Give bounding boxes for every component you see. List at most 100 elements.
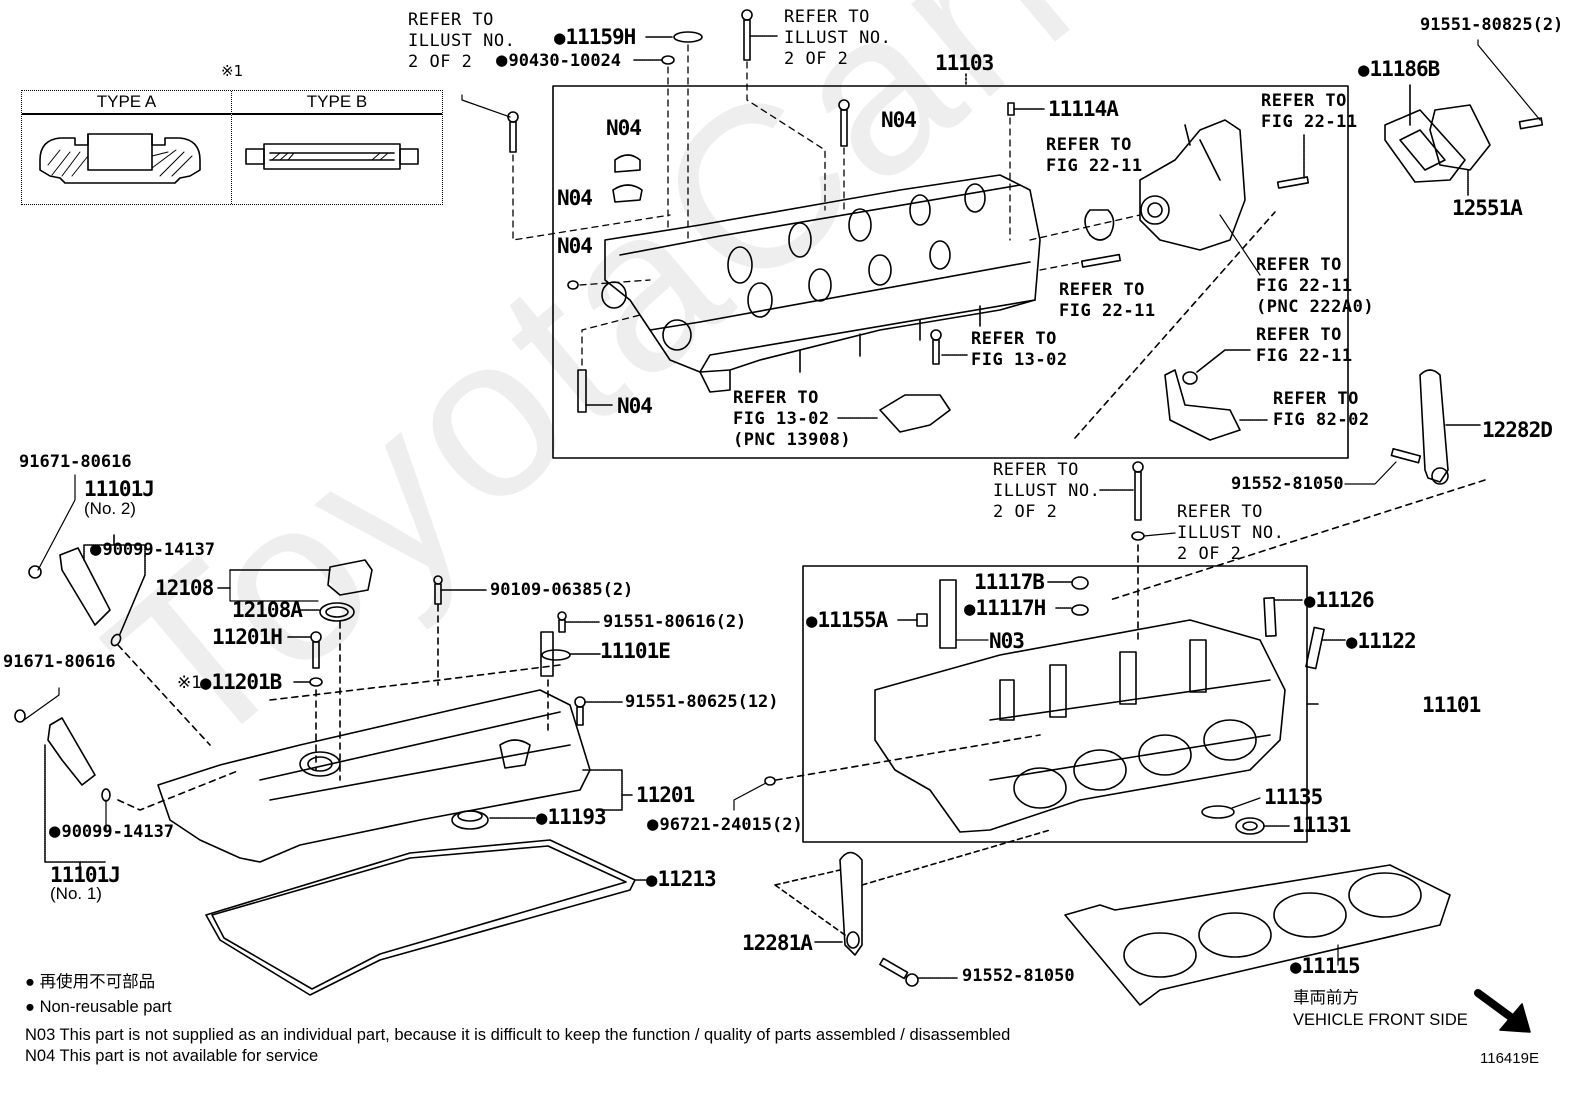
part-label-11101E[interactable]: 11101E <box>600 639 671 663</box>
figure-id: 116419E <box>1480 1050 1539 1067</box>
part-label-12108A[interactable]: 12108A <box>232 598 303 622</box>
part-label-91551-80825[interactable]: 91551-80825(2) <box>1420 15 1564 35</box>
part-label-11131[interactable]: 11131 <box>1292 813 1351 837</box>
part-label-11122[interactable]: 11122 <box>1346 630 1416 653</box>
part-label-91552-81050-lower[interactable]: 91552-81050 <box>962 966 1075 986</box>
part-11114A-drawing <box>1007 102 1045 116</box>
nonreusable-dot-icon: ● <box>25 998 40 1016</box>
part-label-12282D[interactable]: 12282D <box>1482 418 1553 442</box>
type-table-marker: ※1 <box>221 62 244 80</box>
part-label-n03[interactable]: N03 <box>989 629 1025 653</box>
refer-bolt-top <box>741 9 779 61</box>
n04-bearing-cap <box>567 154 643 290</box>
part-N03-sleeve <box>939 579 989 649</box>
part-11135-drawing <box>1201 797 1261 819</box>
part-11126-drawing <box>1263 596 1303 638</box>
part-label-12108[interactable]: 12108 <box>155 576 214 600</box>
part-91551-80625-bolt <box>574 696 623 726</box>
part-label-n04-pin[interactable]: N04 <box>557 234 593 258</box>
dashed-guides <box>512 44 1141 366</box>
part-label-90109-06385[interactable]: 90109-06385(2) <box>490 580 634 600</box>
refer-fig-22-11-d: REFER TO FIG 22-11 <box>1256 325 1353 366</box>
part-label-11115[interactable]: 11115 <box>1290 955 1360 978</box>
part-label-11101[interactable]: 11101 <box>1422 693 1481 717</box>
vvt-bolt <box>1276 134 1310 189</box>
part-label-11101J-no1-sub: (No. 1) <box>50 884 102 903</box>
bolt-91552-81050-b <box>879 957 959 987</box>
part-12551A-drawing <box>1429 104 1491 196</box>
part-label-12281A[interactable]: 12281A <box>742 931 813 955</box>
vehicle-front-arrow <box>1474 989 1531 1033</box>
refer-fig-22-11-b: REFER TO FIG 22-11 <box>1046 135 1143 176</box>
part-11101E-sensor <box>540 631 601 731</box>
part-label-11201B[interactable]: 11201B <box>200 671 282 694</box>
part-label-11201[interactable]: 11201 <box>636 783 695 807</box>
part-11201H-bolt <box>287 631 322 669</box>
part-label-91552-81050-upper[interactable]: 91552-81050 <box>1231 474 1344 494</box>
part-label-11159H[interactable]: 11159H <box>554 26 636 49</box>
refer-bolt-left <box>461 94 519 153</box>
part-11159H-drawing <box>645 31 703 43</box>
part-11201B-washer <box>293 677 323 771</box>
part-label-11213[interactable]: 11213 <box>646 868 716 891</box>
refer-bolt-mid <box>1099 461 1176 641</box>
stud-bolt <box>1080 253 1122 268</box>
part-label-11126[interactable]: 11126 <box>1304 589 1374 612</box>
part-12108A-gasket <box>299 602 355 781</box>
part-label-90099-14137-upper[interactable]: 90099-14137 <box>90 539 215 560</box>
part-label-91671-80616-lower[interactable]: 91671-80616 <box>3 652 116 672</box>
part-label-n04-bolt[interactable]: N04 <box>881 108 917 132</box>
part-label-11135[interactable]: 11135 <box>1264 785 1323 809</box>
camshaft-housing-box <box>552 85 1349 459</box>
part-label-11117H[interactable]: 11117H <box>964 597 1046 620</box>
part-11115-head-gasket <box>1064 864 1451 1006</box>
part-11131-drawing <box>1235 817 1291 835</box>
part-12282D-drawing <box>1419 369 1481 485</box>
vvt-housing-drawing <box>1139 119 1246 251</box>
part-label-11117B[interactable]: 11117B <box>974 570 1045 594</box>
dashed-guide <box>1074 211 1276 439</box>
part-label-n04-stud[interactable]: N04 <box>617 394 653 418</box>
part-label-12551A[interactable]: 12551A <box>1452 196 1523 220</box>
part-label-11201B-marker: ※1 <box>177 673 203 693</box>
part-11117H-drawing <box>1055 604 1089 616</box>
refer-fig-82-02: REFER TO FIG 82-02 <box>1273 389 1370 430</box>
bracket-82-02-drawing <box>1164 349 1269 441</box>
bracket-13908-drawing <box>837 329 969 433</box>
part-12281A-drawing <box>814 851 863 956</box>
part-label-11186B[interactable]: 11186B <box>1358 58 1440 81</box>
part-label-11193[interactable]: 11193 <box>536 806 606 829</box>
legend-nonreusable-en: ● Non-reusable part <box>25 997 172 1017</box>
part-11155A-drawing <box>897 613 928 627</box>
part-label-96721-24015[interactable]: 96721-24015(2) <box>647 814 802 835</box>
part-label-n04-cap[interactable]: N04 <box>606 116 642 140</box>
part-label-91551-80616[interactable]: 91551-80616(2) <box>603 612 747 632</box>
part-label-91551-80625[interactable]: 91551-80625(12) <box>625 692 779 712</box>
part-12108-oil-cap <box>217 559 373 602</box>
legend-nonreusable-jp: ● 再使用不可部品 <box>25 972 155 992</box>
part-label-11103[interactable]: 11103 <box>935 51 994 75</box>
refer-illust-mid: REFER TO ILLUST NO. 2 OF 2 <box>993 460 1101 522</box>
type-a-section-drawing <box>39 133 201 184</box>
part-label-n04-cap-lower[interactable]: N04 <box>557 186 593 210</box>
part-label-91671-80616-upper[interactable]: 91671-80616 <box>19 452 132 472</box>
part-label-11101J-no1[interactable]: 11101J <box>50 863 121 887</box>
refer-fig-22-11-a: REFER TO FIG 22-11 <box>1261 91 1358 132</box>
legend-en-text: Non-reusable part <box>39 998 172 1016</box>
part-label-11155A[interactable]: 11155A <box>806 609 888 632</box>
vehicle-front-jp: 車両前方 <box>1293 989 1359 1007</box>
part-label-11201H[interactable]: 11201H <box>212 625 283 649</box>
legend-n04: N04 This part is not available for servi… <box>25 1047 319 1065</box>
part-label-90430-10024[interactable]: 90430-10024 <box>496 50 621 71</box>
type-b-header: TYPE B <box>232 91 442 115</box>
n04-stud <box>577 369 613 413</box>
refer-fig-13-02-a: REFER TO FIG 13-02 <box>971 329 1068 370</box>
o-ring-gasket <box>1084 209 1115 241</box>
part-label-90099-14137-lower[interactable]: 90099-14137 <box>49 821 174 842</box>
part-label-11114A[interactable]: 11114A <box>1048 97 1119 121</box>
part-label-11101J-no2[interactable]: 11101J <box>84 477 155 501</box>
part-91551-80616-bolt <box>557 611 601 633</box>
part-11186B-drawing <box>1384 84 1466 183</box>
